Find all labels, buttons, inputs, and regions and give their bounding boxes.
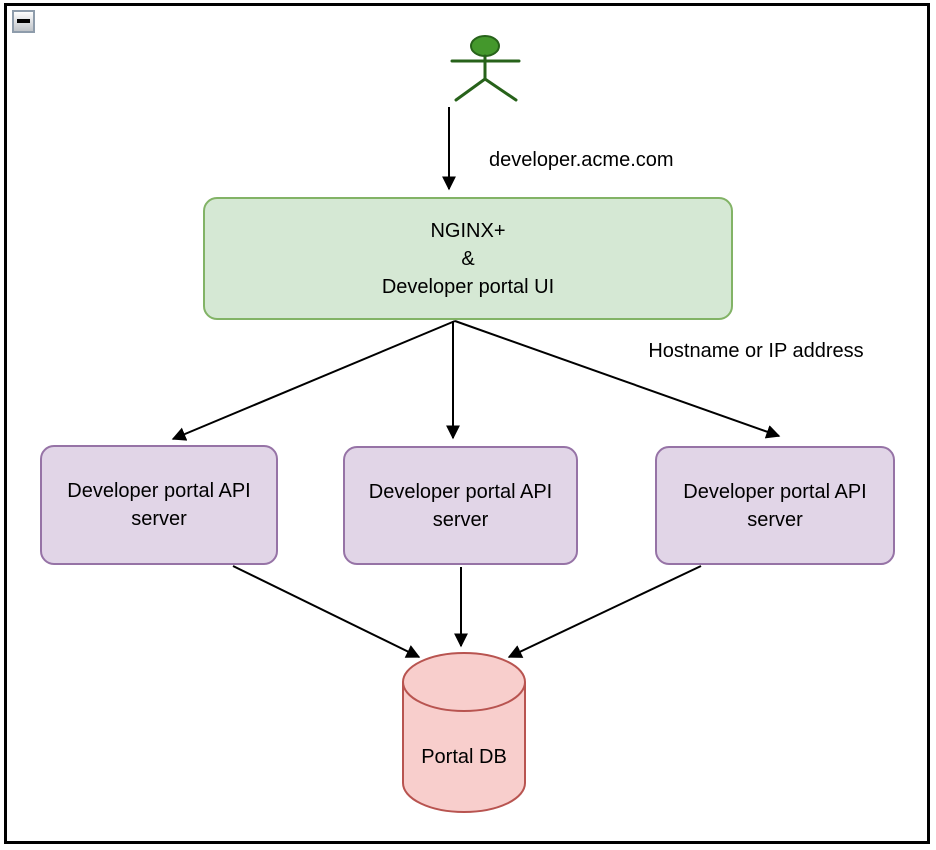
node-label-line: Developer portal API [67, 480, 251, 502]
actor-leg-left [454, 77, 487, 102]
edge-label-domain: developer.acme.com [489, 149, 674, 171]
actor-leg-right [483, 77, 518, 102]
minus-icon [17, 18, 30, 23]
edge-label-hostname: Hostname or IP address [648, 340, 864, 362]
node-api-server-1: Developer portal API server [40, 445, 278, 565]
cylinder-body [402, 652, 526, 813]
node-api-server-3: Developer portal API server [655, 446, 895, 565]
node-label-line: & [461, 247, 475, 270]
edge-nginx-to-api1 [171, 320, 456, 441]
edge-api1-to-db [232, 565, 421, 658]
cylinder-top-rim [402, 681, 526, 712]
edge-api3-to-db [507, 565, 702, 658]
actor-head [470, 35, 500, 57]
node-label-line: Developer portal UI [381, 275, 555, 298]
node-label-line: server [432, 508, 489, 531]
portal-db-cylinder [402, 652, 526, 813]
node-label-line: server [131, 508, 187, 530]
collapse-button[interactable] [12, 10, 35, 33]
edge-nginx-to-api3 [454, 320, 781, 439]
portal-db-label: Portal DB [421, 746, 507, 768]
node-api-server-2: Developer portal API server [343, 446, 578, 565]
user-actor-icon [450, 35, 521, 102]
node-label-line: server [747, 508, 803, 531]
node-label-line: NGINX+ [430, 219, 506, 242]
node-label-line: Developer portal API [683, 480, 867, 503]
node-nginx-portal-ui: NGINX+ & Developer portal UI [203, 197, 733, 320]
node-label-line: Developer portal API [368, 480, 553, 503]
